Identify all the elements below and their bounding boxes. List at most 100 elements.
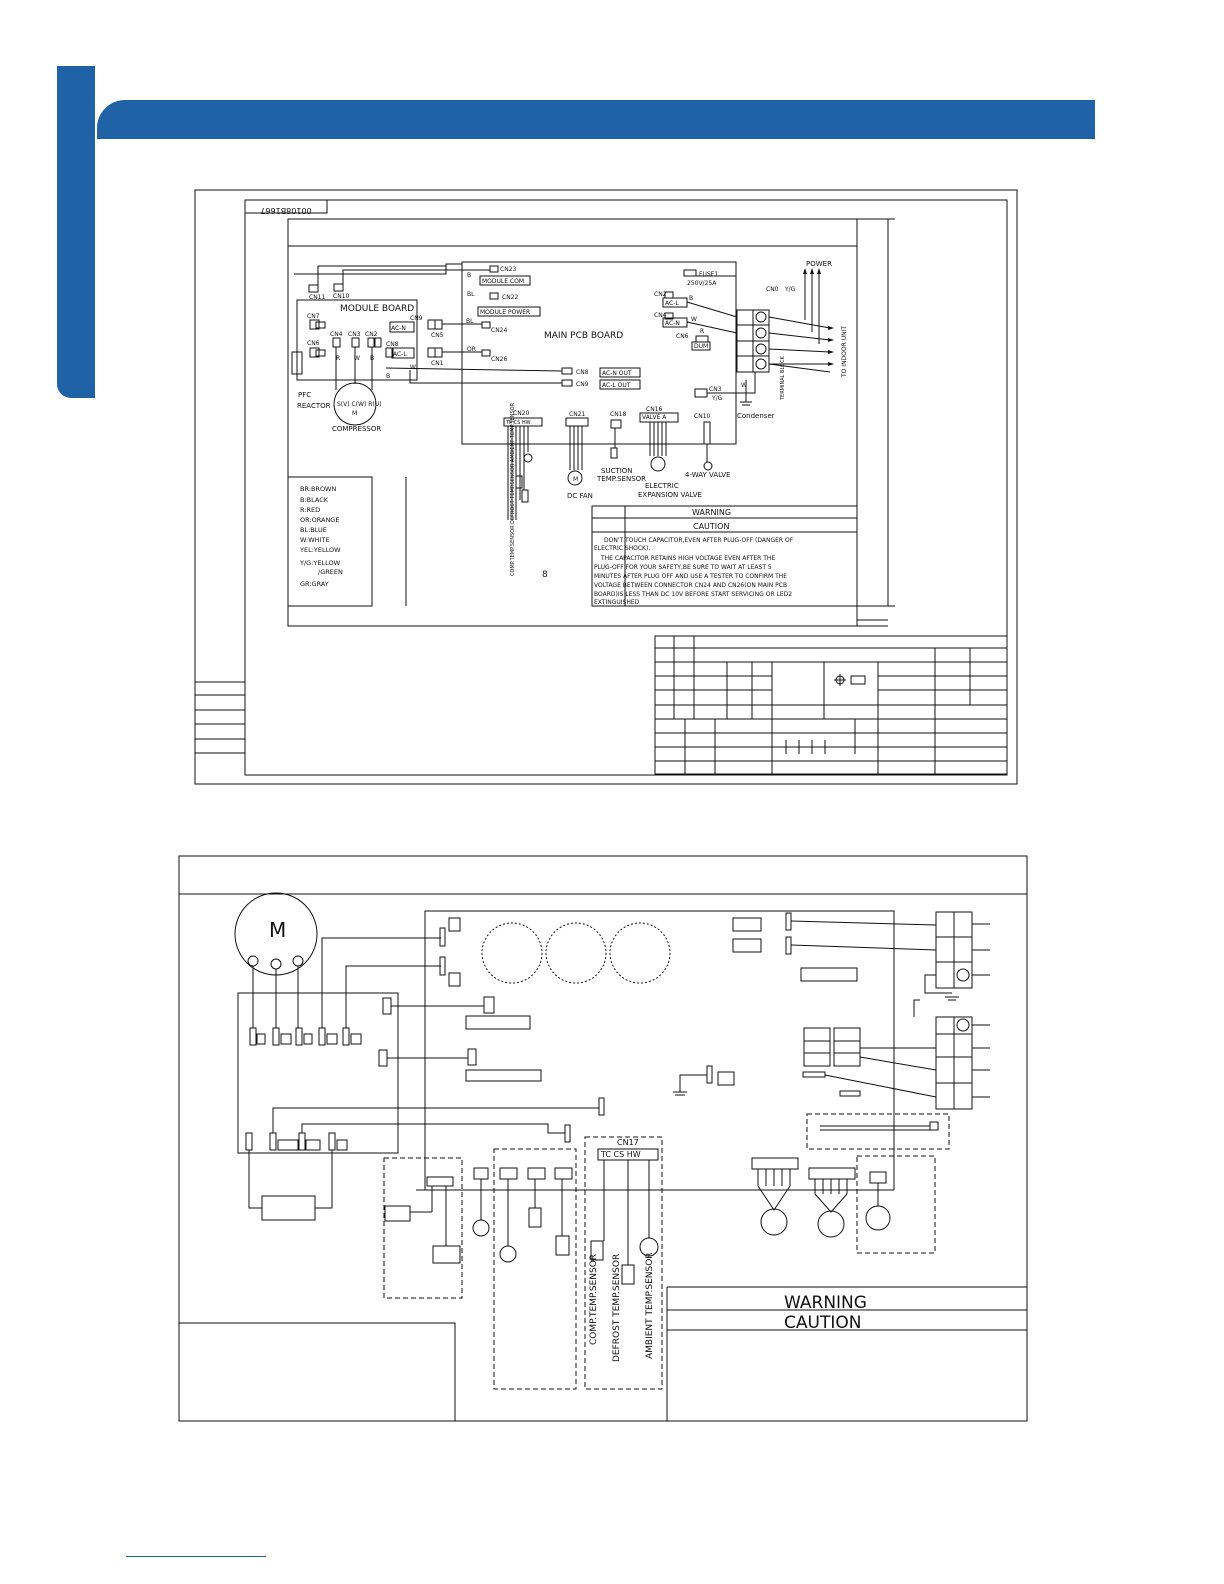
connector-label: CN4 — [330, 331, 343, 338]
connector-label: CN11 — [309, 294, 325, 301]
connector-label: Y/G — [711, 395, 723, 402]
connector-label: CN5 — [431, 332, 444, 339]
warning-text-line: DON'T TOUCH CAPACITOR,EVEN AFTER PLUG-OF… — [604, 537, 794, 544]
legend-item: BR:BROWN — [300, 485, 336, 493]
power-label: POWER — [806, 260, 832, 268]
legend-item: YEL:YELLOW — [299, 546, 341, 554]
compressor-pins: S(V) C(W) R(U) — [337, 401, 381, 408]
tc-cs-hw-label: TC CS HW — [600, 1150, 641, 1159]
wire-letter: BL — [467, 291, 475, 298]
connector-label: CN3 — [709, 386, 722, 393]
connector-label: DUM — [694, 343, 708, 350]
to-indoor-label: TO INDOOR UNIT — [841, 326, 848, 378]
caution-title-1: CAUTION — [693, 522, 729, 531]
warning-text-line: EXTINGUISHED — [594, 599, 640, 606]
module-board-2 — [237, 992, 399, 1154]
main-pcb-board-label: MAIN PCB BOARD — [544, 331, 623, 341]
diagram1-inner-frame — [244, 199, 1008, 776]
capacitor-2 — [545, 922, 607, 984]
compressor-motor-m: M — [352, 410, 357, 417]
cn17-label: CN17 — [617, 1138, 639, 1147]
connector-label: CN6 — [676, 333, 689, 340]
legend-item: B:BLACK — [300, 496, 329, 504]
connector-label: AC-N — [391, 325, 406, 332]
connector-label: MODULE COM — [482, 278, 524, 285]
connector-label: AC-L — [393, 351, 407, 358]
wire-letter: B — [689, 295, 693, 302]
connector-label: CN22 — [502, 294, 518, 301]
terminal-block-label: TERMINAL BLOCK — [780, 356, 786, 401]
connector-label: CN9 — [410, 315, 423, 322]
connector-label: CN7 — [307, 313, 320, 320]
connector-label: CN1 — [431, 360, 444, 367]
diagram1-outer-frame — [194, 189, 1018, 785]
wire-letter: R — [700, 328, 704, 335]
wire-letter: W — [691, 316, 697, 323]
connector-label: Y/G — [784, 286, 796, 293]
pfc-label: PFC — [298, 391, 311, 399]
fuse-label: FUSE1 — [699, 271, 718, 278]
warning-text-line: PLUG-OFF FOR YOUR SAFETY,BE SURE TO WAIT… — [594, 564, 772, 571]
legend-item: OR:ORANGE — [300, 516, 339, 524]
connector-label: CN9 — [576, 381, 589, 388]
connector-label: AC-L OUT — [602, 382, 631, 389]
compressor-m-label: M — [269, 918, 286, 942]
warning-text-line: MINUTES AFTER PLUG OFF AND USE A TESTER … — [594, 573, 787, 580]
valve-motor-symbol — [817, 1210, 845, 1238]
connector-label: CN4 — [654, 312, 667, 319]
caution-title-2: CAUTION — [784, 1313, 861, 1333]
connector-label: CN23 — [500, 266, 516, 273]
warning-text-line: VOLTAGE BETWEEN CONNECTOR CN24 AND CN26(… — [594, 582, 787, 589]
suction-label: SUCTION — [601, 467, 633, 475]
connector-label: CN2 — [365, 331, 378, 338]
warning-title-2: WARNING — [784, 1293, 867, 1313]
fan-motor-m: M — [573, 476, 578, 483]
header-bar — [97, 100, 1095, 139]
wire-letter: W — [741, 382, 747, 389]
connector-label: AC-N OUT — [602, 370, 632, 377]
connector-label: CN10 — [694, 413, 710, 420]
reactor-symbol — [261, 1195, 316, 1221]
projection-symbol-icon — [834, 674, 866, 686]
ambient-temp-sensor-label: AMBIENT TEMP.SENSOR — [645, 1252, 655, 1359]
fan-motor-symbol — [760, 1208, 788, 1236]
side-accent-bar — [57, 66, 95, 398]
wiring-diagram-second: M CN17 TC CS HW COMP.TEMP.SENSOR DEFROST… — [178, 855, 1028, 1422]
connector-label: VALVE A — [642, 414, 667, 421]
connector-label: CN8 — [576, 369, 589, 376]
wire-letter: W — [410, 364, 416, 371]
wire-letter: R — [336, 355, 340, 362]
comp-temp-sensor-label: COMP.TEMP.SENSOR — [589, 1254, 599, 1345]
connector-label: CN24 — [491, 327, 507, 334]
expansion-valve-symbol — [650, 456, 666, 472]
condenser-label: Condenser — [737, 412, 775, 420]
dc-fan-symbol — [567, 470, 583, 486]
wire-letter: B — [370, 355, 374, 362]
connector-label: CN16 — [646, 406, 662, 413]
connector-label: AC-L — [665, 300, 679, 307]
electric-label: ELECTRIC — [645, 482, 679, 490]
wire-letter: BL — [466, 318, 474, 325]
connector-label: CN2 — [654, 291, 667, 298]
connector-label: CN8 — [386, 341, 399, 348]
connector-label: CN6 — [307, 340, 320, 347]
expansion-valve-label: EXPANSION VALVE — [638, 491, 702, 499]
compressor-label: COMPRESSOR — [332, 425, 381, 433]
wiring-diagram-outdoor-unit: 00108B1667 MODULE BOARD MAIN PCB BOARD C… — [194, 189, 1018, 785]
diagram2-frame — [178, 855, 1028, 1422]
suction-sensor-label: TEMP.SENSOR — [596, 475, 646, 483]
four-way-valve-label: 4-WAY VALVE — [685, 471, 730, 479]
connector-label: CN21 — [569, 411, 585, 418]
connector-label: CN26 — [491, 356, 507, 363]
warning-text-line: THE CAPACITOR RETAINS HIGH VOLTAGE EVEN … — [600, 555, 775, 562]
wire-letter: W — [354, 355, 360, 362]
warning-title-1: WARNING — [692, 508, 731, 517]
reactor-label: REACTOR — [297, 402, 331, 410]
legend-item: BL:BLUE — [300, 526, 327, 534]
legend-item: /GREEN — [318, 568, 343, 576]
legend-item: R:RED — [300, 506, 320, 514]
fuse-rating: 250V/25A — [687, 280, 717, 287]
capacitor-3 — [609, 922, 671, 984]
main-pcb-board — [461, 261, 737, 445]
connector-label: AC-N — [665, 320, 680, 327]
